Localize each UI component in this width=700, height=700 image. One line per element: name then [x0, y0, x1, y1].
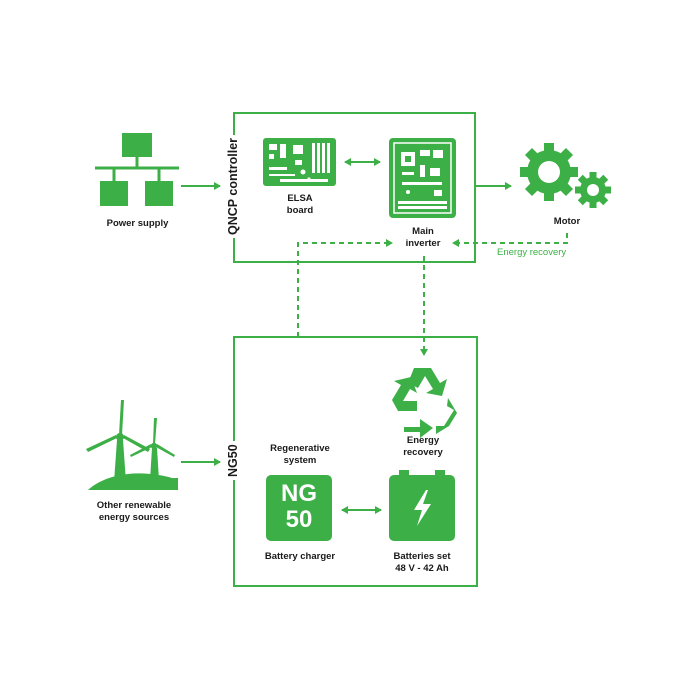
- energy-recovery-label: Energy recovery: [393, 435, 453, 459]
- batteries-line2: 48 V - 42 Ah: [395, 563, 449, 574]
- qncp-controller-title: QNCP controller: [226, 134, 240, 238]
- badge-line2: 50: [285, 506, 313, 533]
- ng50-title: NG50: [226, 441, 240, 480]
- motor-label: Motor: [553, 216, 581, 227]
- energy-recovery-link-label: Energy recovery: [497, 247, 567, 258]
- network-icon: [95, 133, 179, 206]
- battery-charger-badge: [266, 475, 332, 541]
- elsa-board-line2: board: [286, 205, 314, 216]
- batteries-label: Batteries set 48 V - 42 Ah: [382, 551, 462, 575]
- badge-line1: NG: [281, 480, 317, 507]
- power-supply-label: Power supply: [106, 218, 169, 229]
- elsa-board-line1: ELSA: [287, 193, 313, 204]
- renewables-label: Other renewable energy sources: [80, 500, 188, 524]
- elsa-board-label: ELSA board: [270, 193, 330, 217]
- circuit-board-icon: [263, 138, 336, 186]
- regenerative-system-line2: system: [283, 455, 317, 466]
- regenerative-system-line1: Regenerative: [270, 443, 330, 454]
- battery-charger-label: Battery charger: [264, 551, 336, 562]
- batteries-line1: Batteries set: [393, 551, 451, 562]
- main-inverter-line2: inverter: [405, 238, 441, 249]
- renewables-line2: energy sources: [98, 512, 170, 523]
- dashed-motor-to-inverter: [452, 233, 568, 247]
- wind-turbine-icon: [86, 400, 178, 490]
- energy-recovery-line1: Energy: [406, 435, 440, 446]
- energy-recovery-line2: recovery: [403, 447, 443, 458]
- regenerative-system-label: Regenerative system: [260, 443, 340, 467]
- renewables-line1: Other renewable: [96, 500, 172, 511]
- recycle-icon: [392, 368, 457, 438]
- battery-charger-badge-text: NG 50: [266, 481, 332, 533]
- dashed-ng50-to-inverter: [297, 239, 393, 337]
- battery-icon: [389, 470, 455, 541]
- main-inverter-line1: Main: [412, 226, 434, 237]
- gears-icon: [520, 143, 611, 208]
- inverter-board-icon: [389, 138, 456, 218]
- main-inverter-label: Main inverter: [393, 226, 453, 250]
